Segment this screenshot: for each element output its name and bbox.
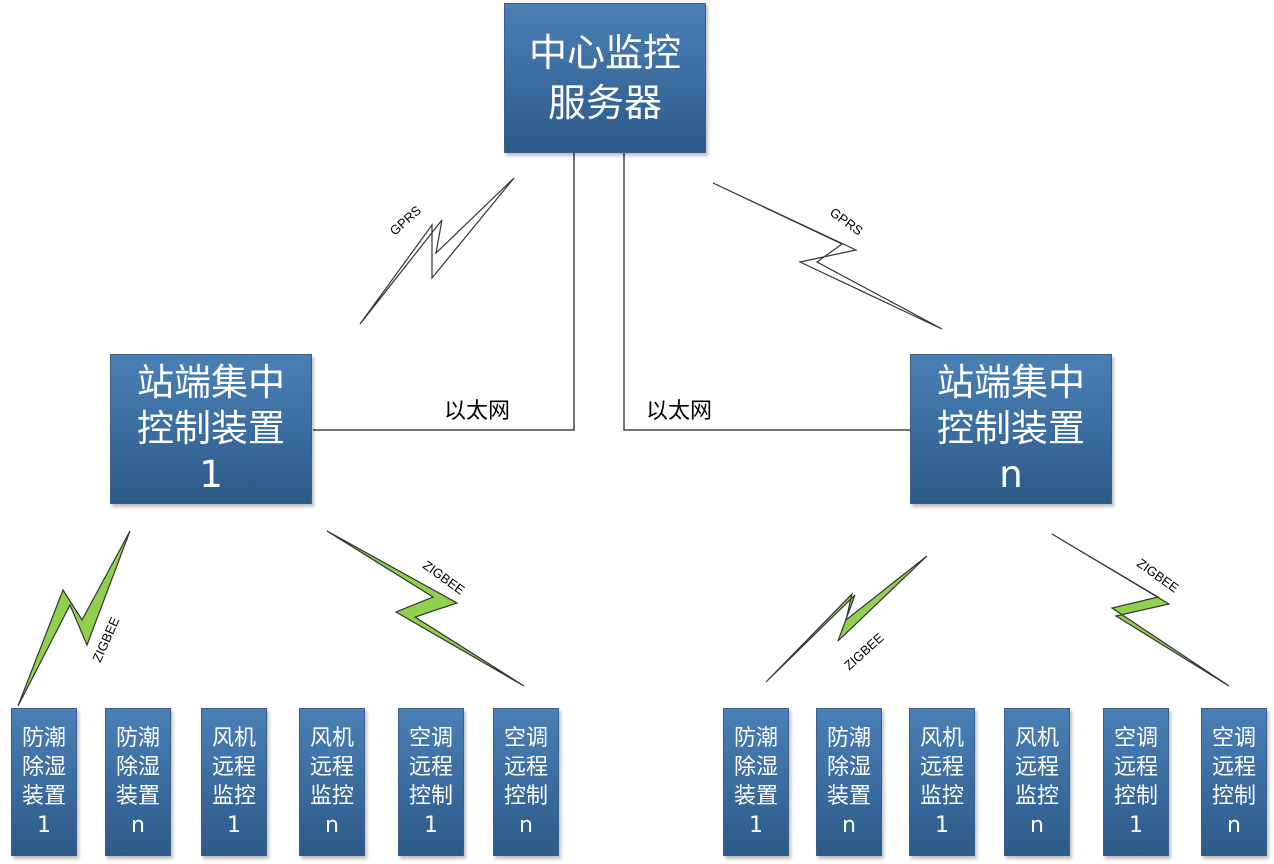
device-line: 1 <box>227 813 241 838</box>
station-1-line2: 控制装置 <box>137 407 285 450</box>
device-line: 远程 <box>408 755 453 780</box>
device-line: 控制 <box>408 784 453 809</box>
zigbee-bolt-3 <box>765 555 928 683</box>
device-line: 监控 <box>1014 784 1059 809</box>
device-line: 空调 <box>503 726 548 751</box>
station-n-line1: 站端集中 <box>937 361 1085 404</box>
device-box: 空调 远程 控制 1 <box>398 708 464 856</box>
station-1-line1: 站端集中 <box>137 361 285 404</box>
device-line: 防潮 <box>733 726 778 751</box>
device-line: n <box>131 813 145 838</box>
device-box: 风机 远程 监控 n <box>299 708 365 856</box>
device-line: 除湿 <box>115 755 160 780</box>
device-line: 除湿 <box>733 755 778 780</box>
device-line: 1 <box>424 813 438 838</box>
station-n-line3: n <box>999 453 1023 496</box>
device-line: 控制 <box>1113 784 1158 809</box>
device-line: 监控 <box>309 784 354 809</box>
device-line: 1 <box>749 813 763 838</box>
device-line: 远程 <box>1211 755 1256 780</box>
device-line: 远程 <box>919 755 964 780</box>
server-label-line2: 服务器 <box>547 81 662 125</box>
device-line: 风机 <box>1014 726 1059 751</box>
device-line: n <box>1227 813 1241 838</box>
server-label-line1: 中心监控 <box>528 31 681 75</box>
device-line: 装置 <box>115 784 160 809</box>
ethernet-line-left <box>313 153 575 431</box>
device-box: 空调 远程 控制 1 <box>1103 708 1169 856</box>
device-line: 控制 <box>1211 784 1256 809</box>
ethernet-line-right <box>623 153 910 431</box>
device-line: 防潮 <box>826 726 871 751</box>
device-box: 空调 远程 控制 n <box>493 708 559 856</box>
ethernet-label-right: 以太网 <box>646 399 713 424</box>
gprs-bolt-right <box>712 182 943 330</box>
zigbee-bolt-4 <box>1051 533 1230 687</box>
device-line: 空调 <box>408 726 453 751</box>
device-line: 监控 <box>919 784 964 809</box>
device-box: 风机 远程 监控 1 <box>201 708 267 856</box>
device-line: 风机 <box>919 726 964 751</box>
device-line: 除湿 <box>826 755 871 780</box>
device-line: 空调 <box>1113 726 1158 751</box>
device-line: n <box>519 813 533 838</box>
device-line: n <box>1030 813 1044 838</box>
device-line: 监控 <box>211 784 256 809</box>
device-line: 1 <box>935 813 949 838</box>
device-line: 远程 <box>211 755 256 780</box>
device-box: 风机 远程 监控 n <box>1004 708 1070 856</box>
device-line: 防潮 <box>115 726 160 751</box>
device-box: 防潮 除湿 装置 n <box>816 708 882 856</box>
device-line: 风机 <box>309 726 354 751</box>
station-1-line3: 1 <box>199 453 223 496</box>
central-monitoring-server: 中心监控 服务器 <box>504 3 706 153</box>
device-line: 空调 <box>1211 726 1256 751</box>
device-line: 除湿 <box>21 755 66 780</box>
device-line: 防潮 <box>21 726 66 751</box>
device-box: 防潮 除湿 装置 1 <box>11 708 77 856</box>
device-line: 远程 <box>1014 755 1059 780</box>
device-line: 1 <box>1129 813 1143 838</box>
station-controller-1: 站端集中 控制装置 1 <box>110 354 312 504</box>
zigbee-bolt-1 <box>17 530 131 707</box>
device-line: 远程 <box>503 755 548 780</box>
zigbee-bolt-2 <box>326 530 525 687</box>
device-line: n <box>325 813 339 838</box>
device-box: 防潮 除湿 装置 1 <box>723 708 789 856</box>
device-line: n <box>842 813 856 838</box>
device-line: 控制 <box>503 784 548 809</box>
device-box: 防潮 除湿 装置 n <box>105 708 171 856</box>
device-box: 风机 远程 监控 1 <box>909 708 975 856</box>
ethernet-label-left: 以太网 <box>444 399 511 424</box>
device-line: 远程 <box>309 755 354 780</box>
device-line: 风机 <box>211 726 256 751</box>
gprs-bolt-left <box>359 177 515 325</box>
device-line: 装置 <box>21 784 66 809</box>
device-line: 1 <box>37 813 51 838</box>
device-line: 装置 <box>826 784 871 809</box>
device-line: 装置 <box>733 784 778 809</box>
device-line: 远程 <box>1113 755 1158 780</box>
station-n-line2: 控制装置 <box>937 407 1085 450</box>
device-box: 空调 远程 控制 n <box>1201 708 1267 856</box>
station-controller-n: 站端集中 控制装置 n <box>910 354 1112 504</box>
